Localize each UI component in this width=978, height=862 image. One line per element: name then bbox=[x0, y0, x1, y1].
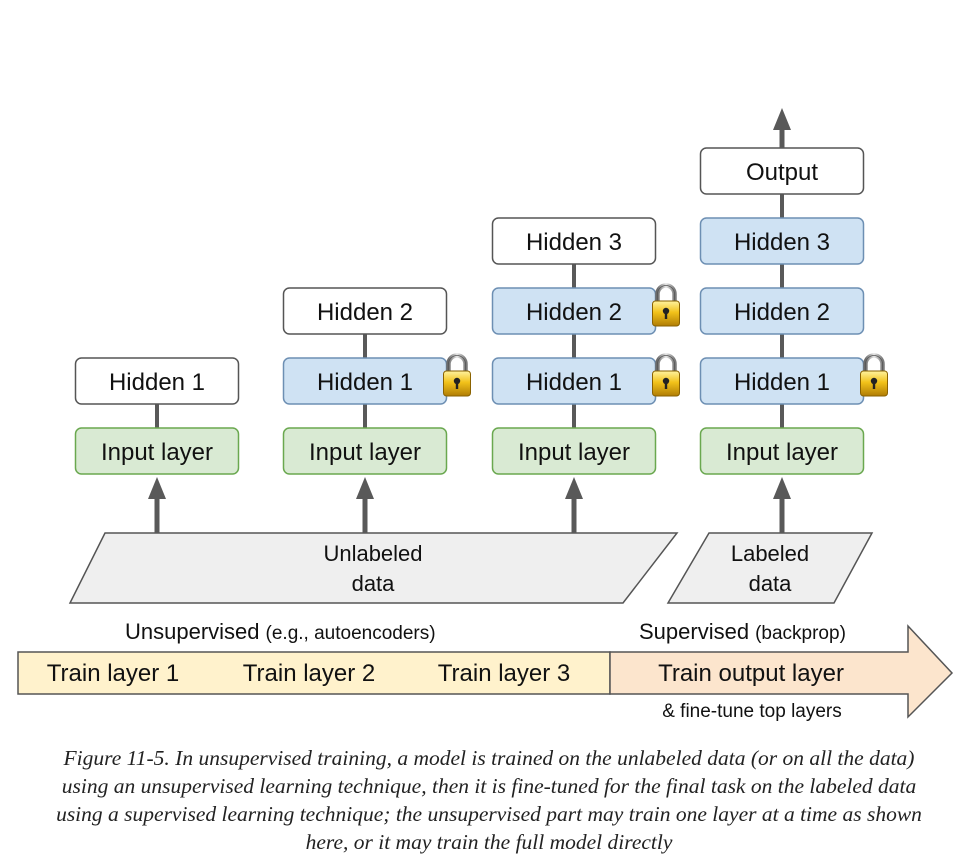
unsupervised-phase-label: Unsupervised (e.g., autoencoders) bbox=[125, 619, 436, 644]
caption-line-3: using a supervised learning technique; t… bbox=[56, 802, 922, 826]
input-layer-label: Input layer bbox=[309, 439, 421, 466]
output-arrow bbox=[773, 108, 791, 148]
trainable-layer-box bbox=[282, 287, 448, 335]
data-to-input-arrow bbox=[356, 477, 374, 533]
data-to-input-arrow bbox=[773, 477, 791, 533]
lock-icon bbox=[652, 353, 680, 397]
supervised-phase-label: Supervised (backprop) bbox=[639, 619, 846, 644]
unlabeled-data-shape bbox=[68, 532, 679, 604]
figure-caption: Figure 11-5. In unsupervised training, a… bbox=[0, 744, 978, 856]
labeled-data-label-line1: Labeled bbox=[731, 541, 809, 566]
frozen-layer-box bbox=[699, 287, 865, 335]
layer-label: Hidden 3 bbox=[734, 229, 830, 256]
lock-icon bbox=[860, 353, 888, 397]
layer-label: Hidden 1 bbox=[526, 369, 622, 396]
unsupervised-band bbox=[17, 651, 611, 695]
layer-label: Hidden 3 bbox=[526, 229, 622, 256]
caption-line-4: here, or it may train the full model dir… bbox=[305, 830, 673, 854]
layer-label: Hidden 1 bbox=[734, 369, 830, 396]
unlabeled-data-label-line2: data bbox=[352, 571, 396, 596]
layer-label: Hidden 2 bbox=[526, 299, 622, 326]
caption-line-1: Figure 11-5. In unsupervised training, a… bbox=[63, 746, 915, 770]
unsupervised-note: (e.g., autoencoders) bbox=[266, 623, 436, 644]
unlabeled-data-label-line1: Unlabeled bbox=[323, 541, 422, 566]
trainable-layer-box bbox=[491, 217, 657, 265]
input-layer-label: Input layer bbox=[101, 439, 213, 466]
input-layer-box bbox=[699, 427, 865, 475]
labeled-data-shape bbox=[666, 532, 874, 604]
input-layer-box bbox=[282, 427, 448, 475]
labeled-data-label-line2: data bbox=[749, 571, 793, 596]
layer-label: Hidden 2 bbox=[734, 299, 830, 326]
fine-tune-note: & fine-tune top layers bbox=[662, 701, 842, 722]
lock-icon bbox=[652, 283, 680, 327]
train-output-step: Train output layer bbox=[658, 660, 844, 687]
data-to-input-arrow bbox=[565, 477, 583, 533]
lock-icon bbox=[443, 353, 471, 397]
layer-label: Hidden 2 bbox=[317, 299, 413, 326]
layer-label: Hidden 1 bbox=[109, 369, 205, 396]
layer-label: Output bbox=[746, 159, 818, 186]
input-layer-label: Input layer bbox=[518, 439, 630, 466]
input-layer-box bbox=[491, 427, 657, 475]
supervised-arrow-band bbox=[609, 624, 954, 719]
caption-line-2: using an unsupervised learning technique… bbox=[61, 774, 917, 798]
input-layer-label: Input layer bbox=[726, 439, 838, 466]
train-step-1: Train layer 1 bbox=[47, 660, 180, 687]
frozen-layer-box bbox=[699, 217, 865, 265]
unsupervised-title: Unsupervised bbox=[125, 619, 260, 644]
train-step-2: Train layer 2 bbox=[243, 660, 376, 687]
supervised-note: (backprop) bbox=[755, 623, 846, 644]
input-layer-box bbox=[74, 427, 240, 475]
train-step-3: Train layer 3 bbox=[438, 660, 571, 687]
layer-label: Hidden 1 bbox=[317, 369, 413, 396]
data-to-input-arrow bbox=[148, 477, 166, 533]
layer-stacks: Input layer Hidden 1 Input layer Hidden 1 Hi… bbox=[74, 108, 888, 533]
supervised-title: Supervised bbox=[639, 619, 749, 644]
trainable-layer-box bbox=[74, 357, 240, 405]
